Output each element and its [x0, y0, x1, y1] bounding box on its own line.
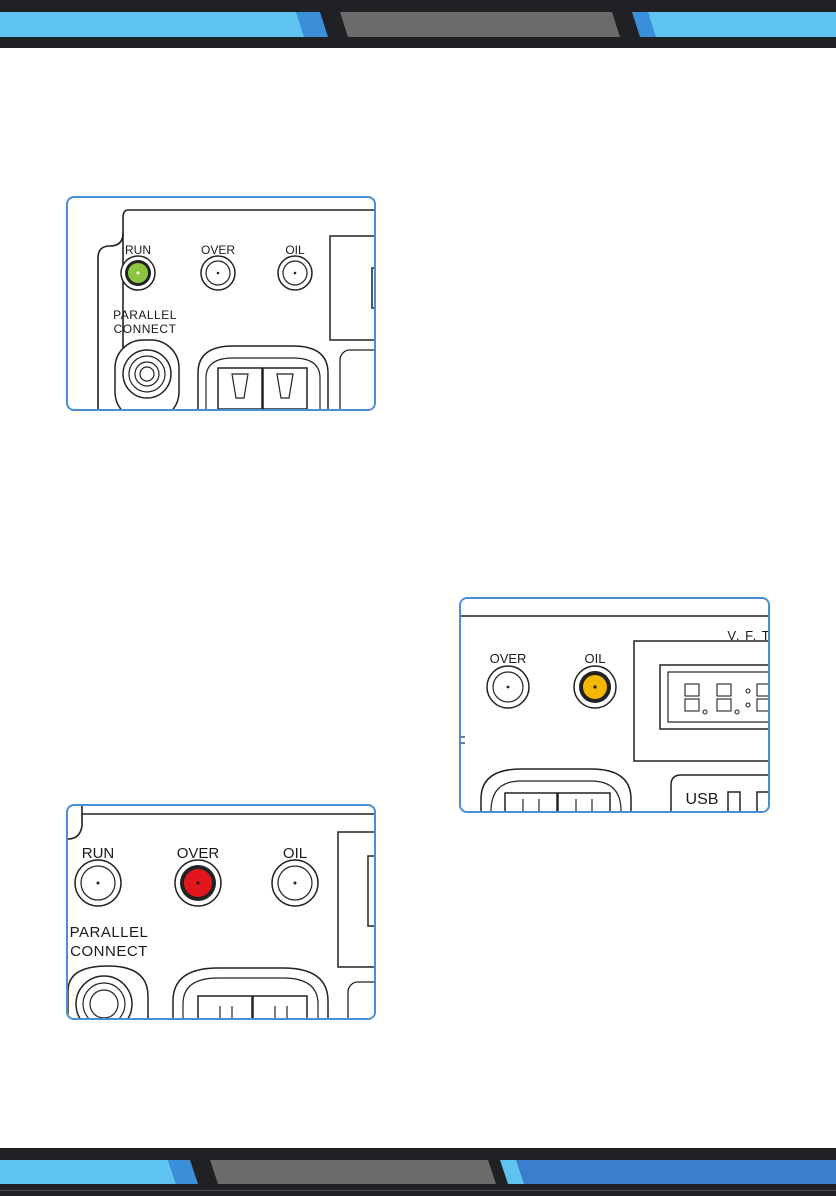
run-indicator-panel: RUN OVER OIL PARALLEL CONNECT — [66, 196, 376, 411]
connect-label: CONNECT — [70, 943, 148, 960]
ac-outlet — [173, 968, 328, 1018]
seven-segment-display — [660, 665, 768, 729]
over-indicator-lamp — [487, 666, 529, 708]
usb-label: USB — [686, 791, 719, 808]
oil-indicator-lamp — [574, 666, 616, 708]
header-band — [0, 0, 836, 48]
over-indicator-panel: RUN OVER OIL PARALLEL CONNECT — [66, 804, 376, 1020]
over-label: OVER — [201, 243, 235, 257]
oil-indicator-panel: V. F. T OVER OIL — [459, 597, 770, 813]
usb-port-2 — [757, 792, 768, 811]
parallel-label: PARALLEL — [113, 308, 177, 322]
oil-indicator-lamp — [272, 860, 318, 906]
parallel-label: PARALLEL — [70, 924, 149, 941]
over-indicator-lamp — [175, 860, 221, 906]
parallel-connect-port — [68, 966, 148, 1018]
connect-label: CONNECT — [114, 322, 177, 336]
run-indicator-lamp — [121, 256, 155, 290]
oil-label: OIL — [285, 243, 305, 257]
run-indicator-lamp — [75, 860, 121, 906]
ac-outlet — [481, 769, 631, 811]
usb-port — [728, 792, 740, 811]
over-label: OVER — [490, 651, 527, 666]
ac-outlet — [198, 346, 328, 409]
display-frame — [330, 236, 374, 340]
footer-band — [0, 1148, 836, 1196]
oil-indicator-lamp — [278, 256, 312, 290]
parallel-connect-port — [115, 340, 179, 409]
over-indicator-lamp — [201, 256, 235, 290]
oil-label: OIL — [585, 651, 606, 666]
run-label: RUN — [125, 243, 151, 257]
